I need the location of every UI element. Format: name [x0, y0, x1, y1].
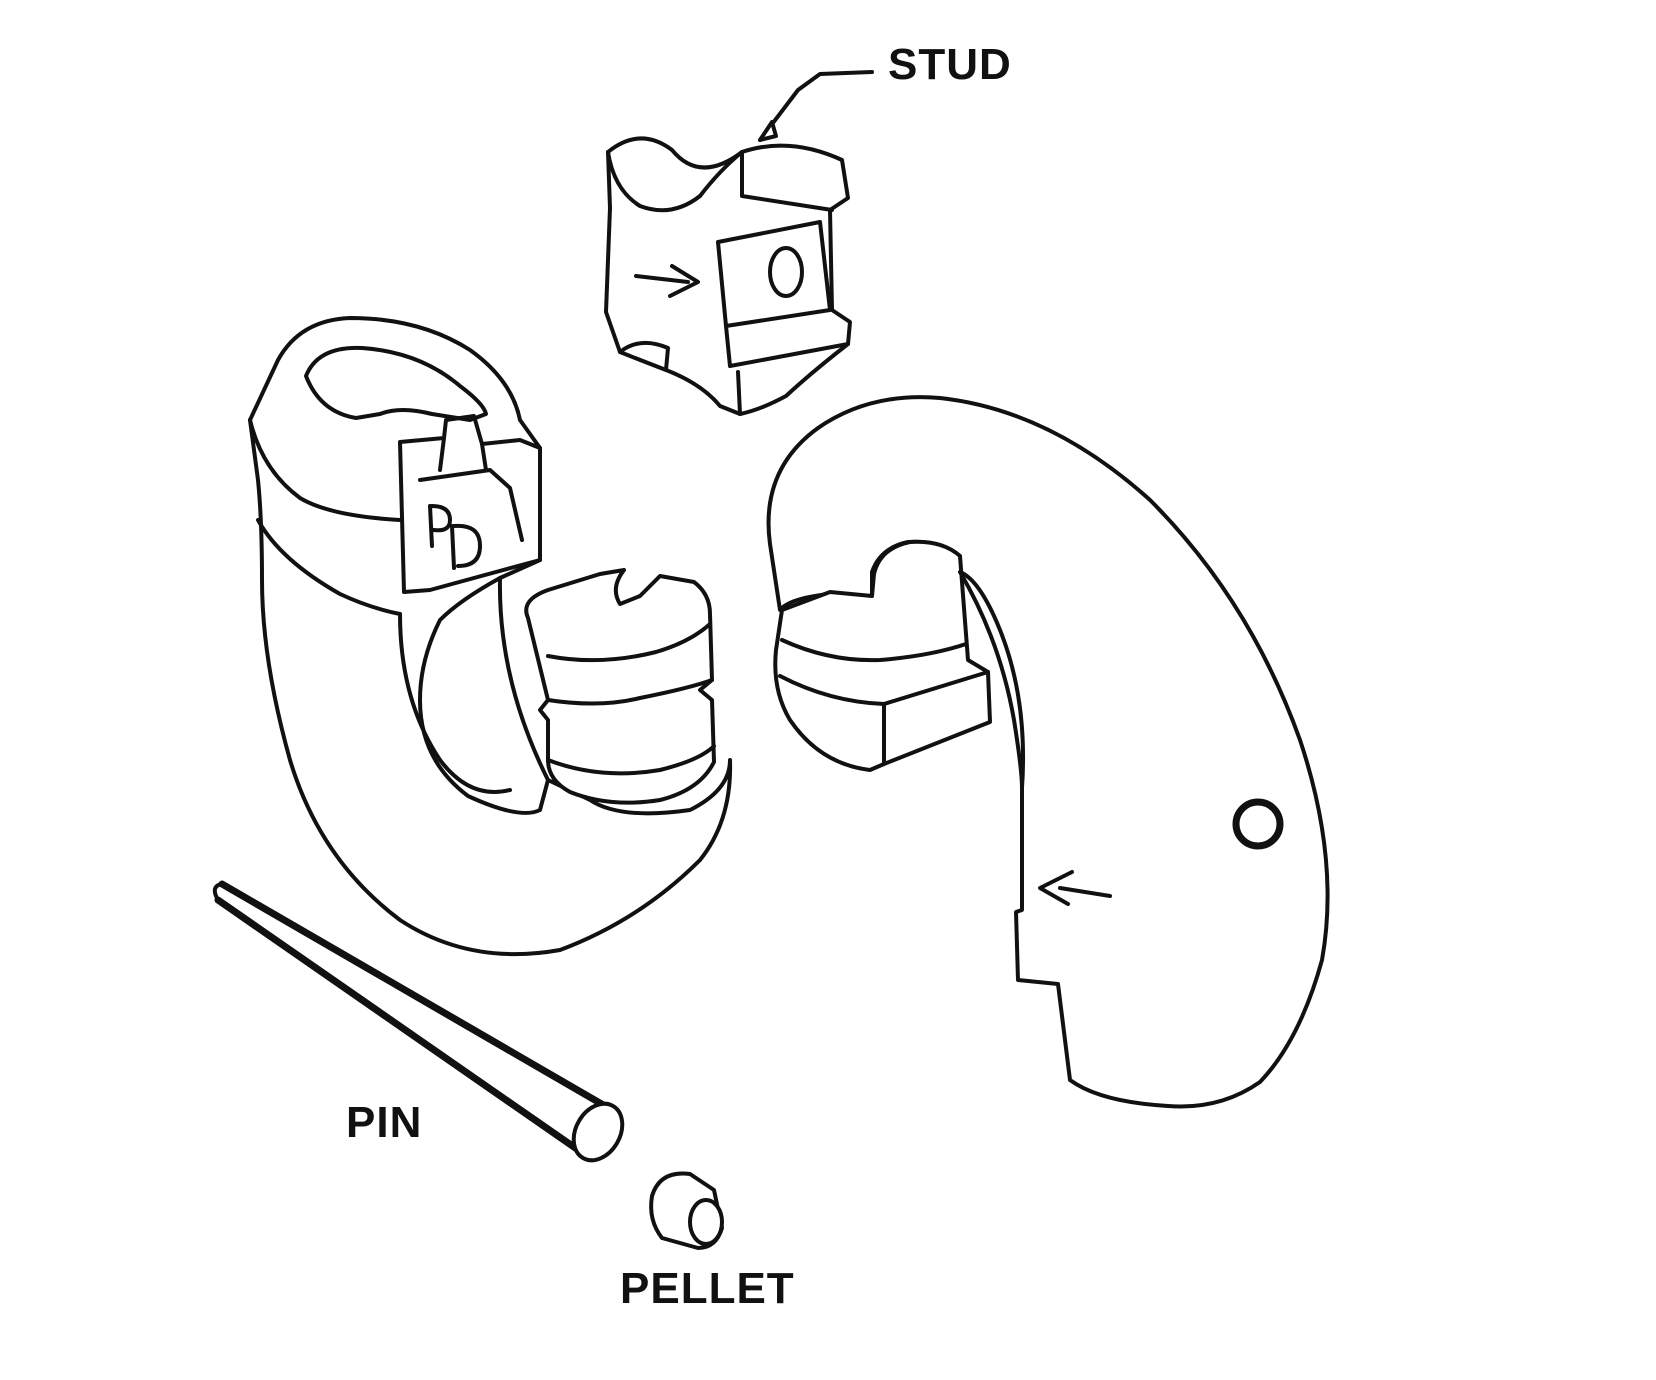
- left-link-lug-band-top: [546, 678, 714, 706]
- pellet-part: [649, 1171, 724, 1250]
- right-link-hole: [1232, 798, 1284, 850]
- pellet-label: PELLET: [620, 1264, 795, 1313]
- stud-body: [604, 136, 852, 416]
- left-link-lug-top-face: [546, 622, 712, 663]
- pin-part: [212, 880, 625, 1163]
- stud-hole: [768, 246, 804, 298]
- pin-edges: [214, 880, 616, 1158]
- stud-part: [604, 70, 874, 416]
- pin-label: PIN: [346, 1098, 423, 1147]
- stud-saddle-front: [606, 150, 744, 213]
- left-link-body: [248, 316, 733, 957]
- stud-leader-line: [758, 70, 874, 142]
- left-link-lower-lug: [524, 568, 716, 805]
- pellet-end: [688, 1198, 724, 1246]
- left-link-lower-band: [256, 518, 402, 616]
- left-link-mark: [428, 504, 482, 570]
- stud-bottom-step: [724, 324, 850, 416]
- right-link-inner-edge: [958, 570, 1024, 790]
- right-link-lug-mid-band: [778, 670, 990, 706]
- stud-front-plate: [716, 220, 832, 328]
- stud-direction-arrow: [634, 264, 700, 298]
- right-link-inner-lug: [773, 539, 992, 772]
- left-link-lug-band-bottom: [546, 744, 716, 776]
- stud-leader-arrowhead: [758, 120, 778, 142]
- left-link-top-recess: [304, 345, 488, 422]
- right-half-link: [766, 395, 1330, 1109]
- pin-end: [571, 1101, 625, 1163]
- left-link-top-band: [248, 418, 402, 522]
- stud-top-edge: [740, 150, 834, 212]
- left-half-link: [248, 316, 733, 957]
- right-link-direction-arrow: [1038, 870, 1112, 906]
- stud-label: STUD: [888, 40, 1012, 89]
- left-link-key-slot: [418, 436, 524, 542]
- left-link-inner-curve: [398, 612, 512, 794]
- left-link-front-block: [398, 414, 542, 594]
- right-link-lug-top-band: [780, 638, 968, 663]
- stud-bottom-notch: [618, 340, 670, 372]
- left-link-inner-edge: [497, 576, 550, 782]
